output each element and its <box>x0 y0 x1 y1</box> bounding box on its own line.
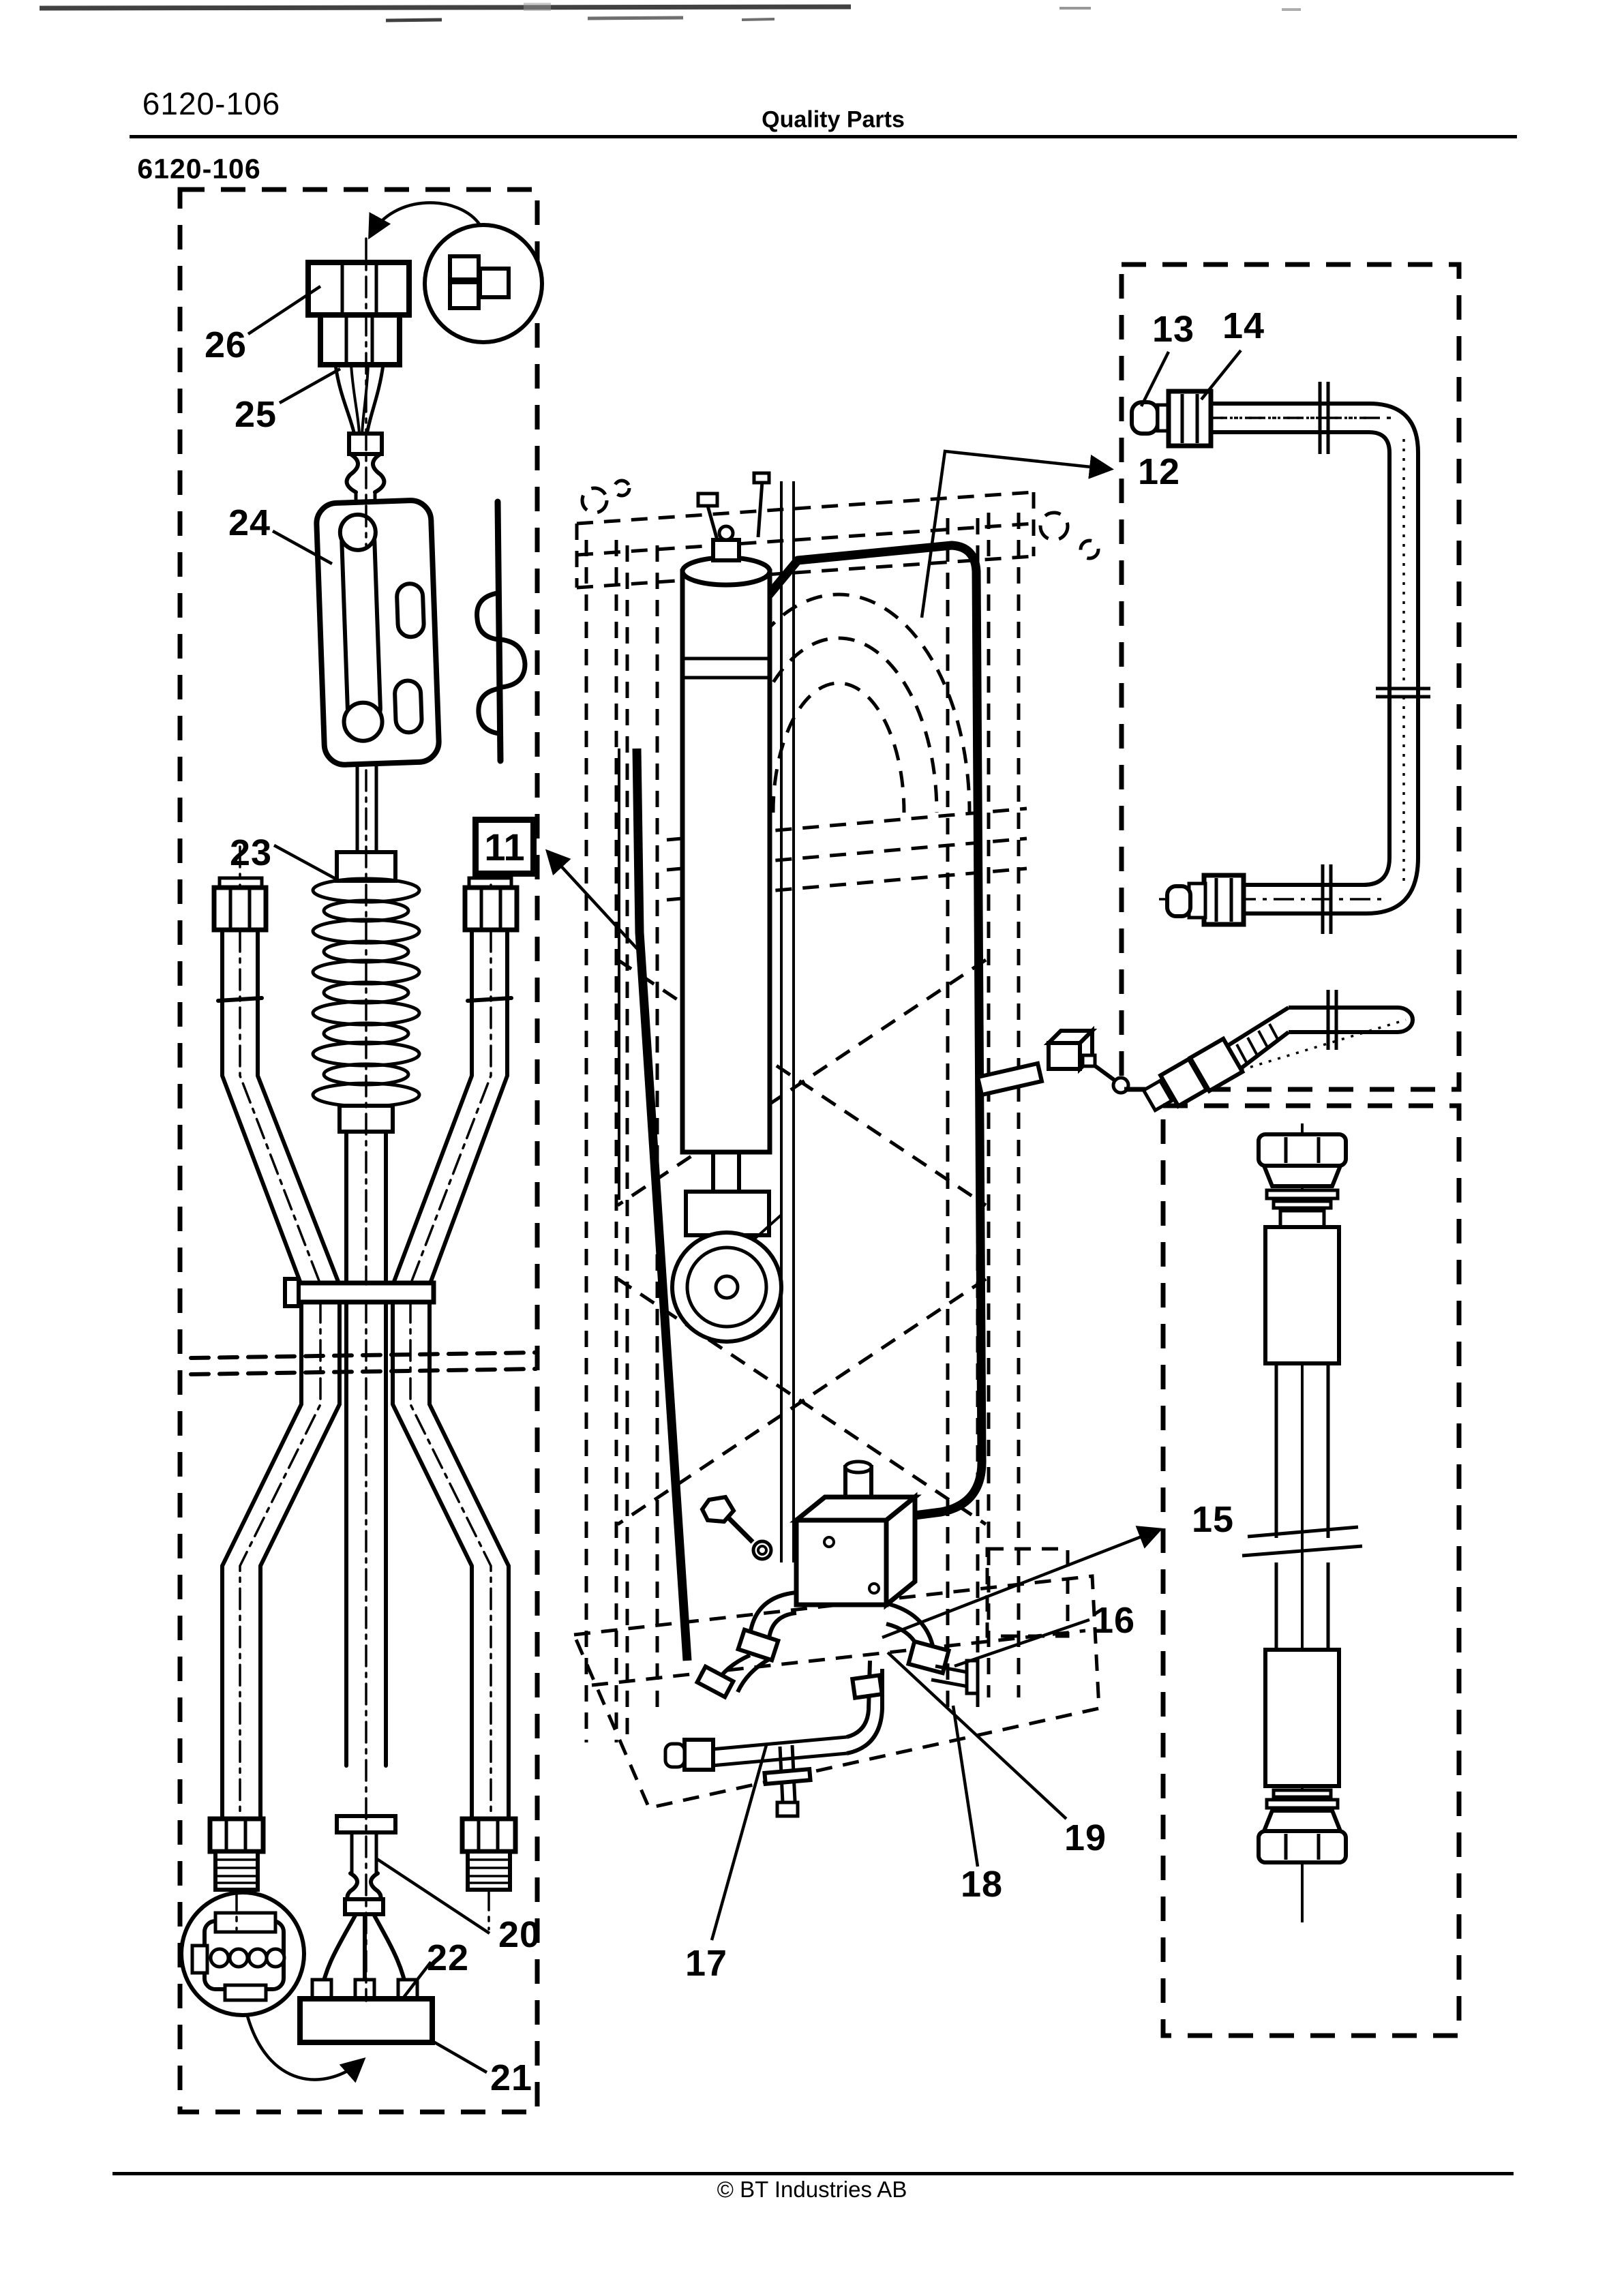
part-label-19: 19 <box>1064 1817 1107 1858</box>
pipe-panel-box <box>1119 262 1462 1092</box>
arrow-to-15 <box>882 1526 1163 1640</box>
header-title: Quality Parts <box>762 106 905 133</box>
part-label-20: 20 <box>498 1914 541 1955</box>
part-label-21: 21 <box>490 2057 533 2098</box>
terminal-block-21 <box>297 1996 435 2045</box>
connector-housing-26 <box>305 260 412 318</box>
footer-copyright: © BT Industries AB <box>717 2177 907 2202</box>
cable-sleeve-20 <box>343 1897 385 1916</box>
part-label-16: 16 <box>1092 1600 1136 1641</box>
chain-pulley <box>670 1152 783 1344</box>
harness-panel-box <box>177 187 540 2115</box>
hose-clamp-right <box>975 1025 1130 1098</box>
hose-fitting-bottom-left <box>207 1816 266 1892</box>
part-label-22: 22 <box>426 1937 470 1978</box>
hose-runs <box>216 928 513 1821</box>
arrow-to-frame-11 <box>545 849 645 957</box>
arrow-to-12 <box>920 449 1114 618</box>
part-label-17: 17 <box>685 1943 728 1984</box>
bolt-and-washer <box>700 1494 773 1561</box>
harness-assembly <box>179 223 544 2045</box>
detail-arrow-bottom <box>245 2013 366 2083</box>
hose-15 <box>1242 1123 1363 1922</box>
hose-fitting-bottom-right <box>460 1816 518 1892</box>
part-label-15: 15 <box>1191 1499 1235 1540</box>
bracket-side-profile <box>475 498 528 764</box>
footer-rule <box>112 2172 1514 2175</box>
part-label-12: 12 <box>1137 451 1181 492</box>
header-rule <box>130 135 1517 138</box>
hose-panel-box <box>1160 1103 1462 2038</box>
leader-lines <box>245 201 1242 2083</box>
carriage-plane-dashed <box>189 1350 538 1360</box>
part-label-14: 14 <box>1222 305 1265 346</box>
angled-fitting <box>1141 990 1415 1113</box>
formed-pipe-12 <box>1130 382 1430 934</box>
plug-detail-circle <box>179 1890 306 2017</box>
part-label-26: 26 <box>204 324 247 365</box>
valve-block <box>790 1460 922 1610</box>
frame-label-11-text: 11 <box>484 825 525 868</box>
frame-label-11: 11 <box>472 817 537 877</box>
mast-assembly <box>571 471 1130 1818</box>
installed-hose-left <box>632 748 692 1661</box>
lower-piping <box>663 1590 980 1818</box>
part-label-24: 24 <box>228 502 271 543</box>
part-label-23: 23 <box>229 832 273 873</box>
hose-fitting-top-left <box>211 876 269 933</box>
installed-hose-right <box>760 541 987 1522</box>
connector-detail-circle <box>423 223 544 344</box>
detail-arrow-top <box>368 201 481 240</box>
section-code: 6120-106 <box>137 153 261 185</box>
bracket-plate-24 <box>314 498 442 768</box>
part-label-25: 25 <box>234 394 277 435</box>
part-label-18: 18 <box>960 1864 1004 1905</box>
connector-body-25 <box>318 312 402 367</box>
hose-clamp-bar <box>295 1280 436 1305</box>
lift-cylinder <box>680 471 772 1155</box>
scan-artifacts <box>39 3 1301 22</box>
part-label-13: 13 <box>1152 309 1195 350</box>
header-page-code: 6120-106 <box>142 86 281 121</box>
